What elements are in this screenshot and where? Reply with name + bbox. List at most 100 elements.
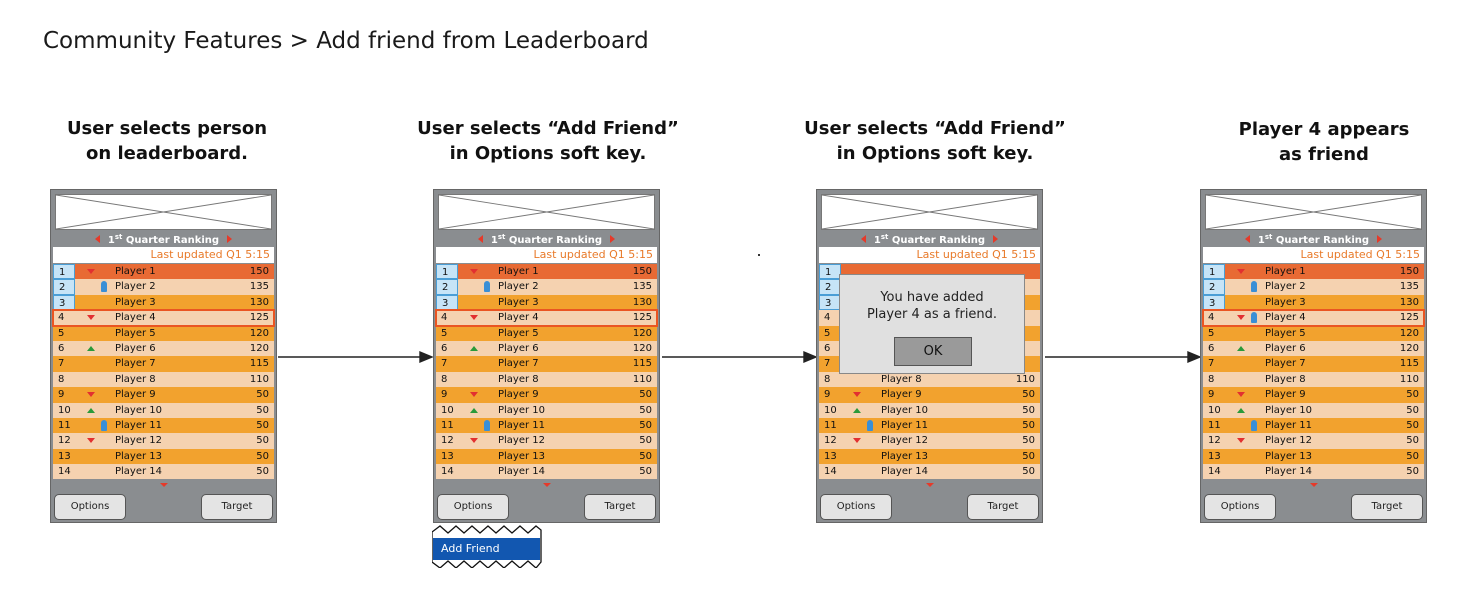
- scroll-indicator[interactable]: [436, 481, 657, 490]
- options-softkey[interactable]: Options: [437, 494, 509, 520]
- row-indicators: [1235, 310, 1257, 325]
- options-softkey[interactable]: Options: [54, 494, 126, 520]
- player-name: Player 2: [1265, 281, 1306, 293]
- step-title-line: User selects “Add Friend”: [804, 118, 1066, 139]
- rank-number: 6: [1208, 342, 1215, 354]
- previous-arrow-icon[interactable]: [477, 235, 483, 243]
- previous-arrow-icon[interactable]: [1244, 235, 1250, 243]
- row-indicators: [85, 403, 99, 418]
- scroll-indicator[interactable]: [53, 481, 274, 490]
- target-softkey[interactable]: Target: [1351, 494, 1423, 520]
- scroll-indicator[interactable]: [1203, 481, 1424, 490]
- row-indicators: [468, 387, 482, 402]
- player-name: Player 9: [115, 389, 156, 401]
- target-softkey[interactable]: Target: [967, 494, 1039, 520]
- next-arrow-icon[interactable]: [227, 235, 233, 243]
- add-friend-menu-item[interactable]: Add Friend: [433, 538, 540, 560]
- step-3-title: User selects “Add Friend” in Options sof…: [795, 116, 1075, 166]
- player-score: 50: [1406, 450, 1419, 462]
- player-score: 135: [632, 281, 652, 293]
- row-indicators: [1235, 464, 1249, 479]
- row-indicators: [1235, 433, 1249, 448]
- player-score: 50: [256, 466, 269, 478]
- next-arrow-icon[interactable]: [1377, 235, 1383, 243]
- target-softkey[interactable]: Target: [201, 494, 273, 520]
- last-updated: Last updated Q1 5:15: [819, 247, 1040, 263]
- row-indicators: [851, 387, 865, 402]
- trend-down-icon: [1237, 315, 1245, 321]
- friend-icon: [101, 419, 107, 431]
- target-softkey[interactable]: Target: [584, 494, 656, 520]
- rank-number: 10: [1208, 404, 1221, 416]
- player-score: 120: [632, 327, 652, 339]
- row-indicators: [1235, 279, 1257, 294]
- player-score: 50: [639, 404, 652, 416]
- next-arrow-icon[interactable]: [993, 235, 999, 243]
- scroll-indicator[interactable]: [819, 481, 1040, 490]
- options-menu-popup: Add Friend: [432, 524, 542, 568]
- player-score: 115: [632, 358, 652, 370]
- options-softkey[interactable]: Options: [820, 494, 892, 520]
- previous-arrow-icon[interactable]: [94, 235, 100, 243]
- row-indicators: [468, 418, 490, 433]
- options-softkey[interactable]: Options: [1204, 494, 1276, 520]
- rank-number: 9: [1208, 389, 1215, 401]
- trend-up-icon: [87, 407, 95, 413]
- player-name: Player 12: [115, 435, 163, 447]
- ok-button[interactable]: OK: [894, 337, 972, 366]
- previous-arrow-icon[interactable]: [860, 235, 866, 243]
- player-score: 125: [1399, 312, 1419, 324]
- next-arrow-icon[interactable]: [610, 235, 616, 243]
